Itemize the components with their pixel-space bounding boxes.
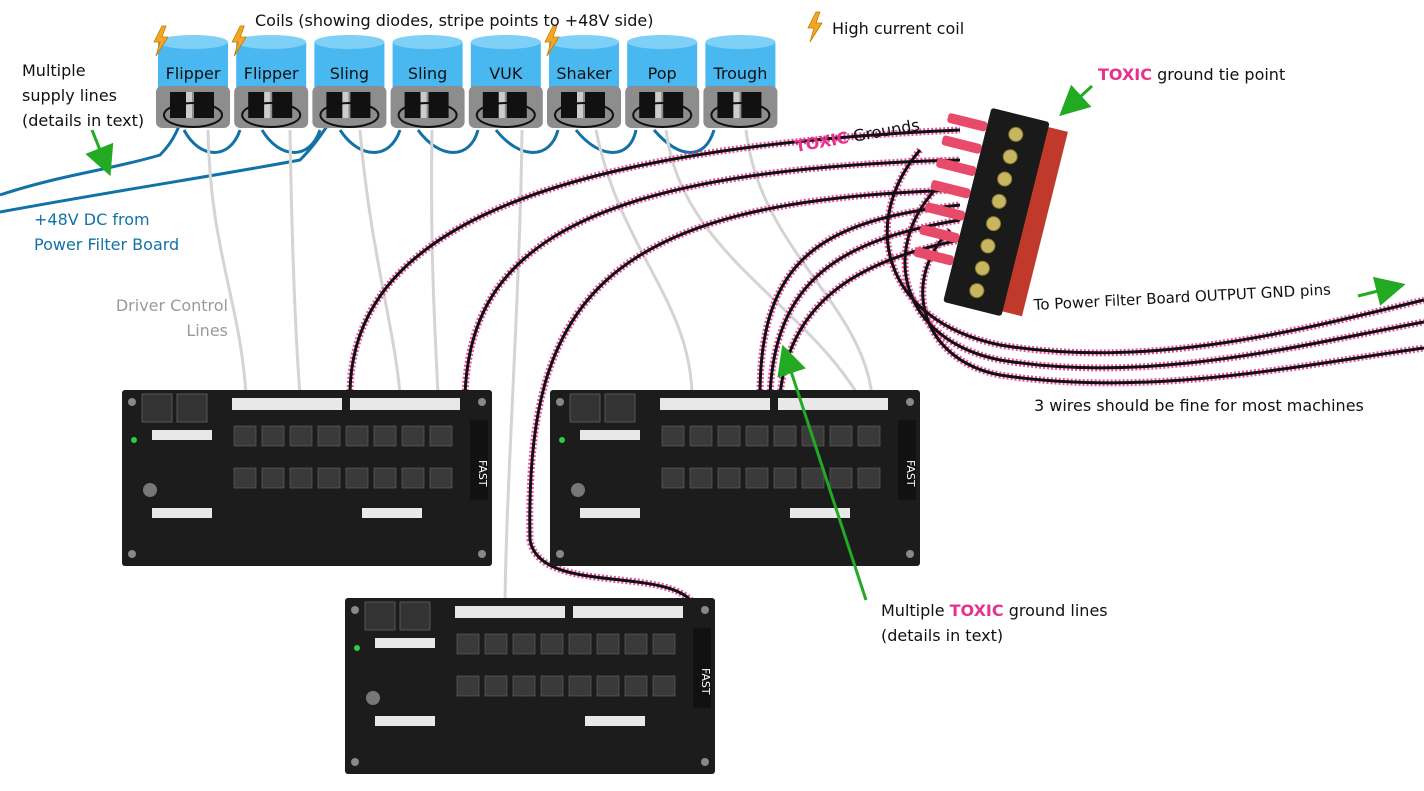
coil	[468, 35, 543, 128]
to-filter-label: To Power Filter Board OUTPUT GND pins	[1032, 280, 1331, 314]
driver-board-right: FAST	[549, 389, 921, 567]
annotation-arrows	[85, 84, 1406, 601]
multi-toxic-label: Multiple TOXIC ground lines (details in …	[881, 601, 1108, 645]
coil	[234, 35, 309, 128]
driver-board-bottom: FAST	[344, 597, 716, 775]
board-brand-label: FAST	[904, 460, 917, 487]
coil	[312, 35, 387, 128]
coil-label: Shaker	[556, 64, 612, 83]
coil-row	[153, 25, 778, 128]
coil-label: Flipper	[243, 64, 299, 83]
three-wires-label: 3 wires should be fine for most machines	[1034, 396, 1364, 415]
coil	[703, 35, 778, 128]
tie-point-label: TOXIC ground tie point	[1098, 65, 1286, 84]
coil	[625, 35, 700, 128]
coil-label: VUK	[489, 64, 523, 83]
board-brand-label: FAST	[699, 668, 712, 695]
coil-label: Pop	[647, 64, 677, 83]
lightning-bolt-icon	[807, 11, 823, 43]
legend-label: High current coil	[832, 19, 965, 38]
supply-lines-label: Multiple supply lines (details in text)	[22, 61, 145, 130]
coil-label: Sling	[329, 64, 370, 83]
coil-label: Flipper	[165, 64, 221, 83]
coil-label: Sling	[407, 64, 448, 83]
driver-board-left: FAST	[121, 389, 493, 567]
terminal-block	[913, 108, 1068, 317]
coil	[547, 35, 621, 128]
coil	[156, 35, 230, 128]
arrow-tie-point	[1059, 84, 1094, 117]
driver-control-label: Driver Control Lines	[115, 296, 228, 340]
arrow-supply-lines	[85, 129, 114, 177]
arrow-to-filter	[1357, 276, 1406, 306]
coils-title: Coils (showing diodes, stripe points to …	[255, 11, 654, 30]
coil	[390, 35, 465, 128]
power-source-label: +48V DC from Power Filter Board	[34, 210, 180, 254]
coil-label: Trough	[713, 64, 768, 83]
arrow-multi-toxic	[777, 344, 868, 601]
toxic-grounds-label: TOXIC Grounds	[793, 115, 921, 156]
toxic-ground-lines	[346, 126, 1424, 616]
board-brand-label: FAST	[476, 460, 489, 487]
